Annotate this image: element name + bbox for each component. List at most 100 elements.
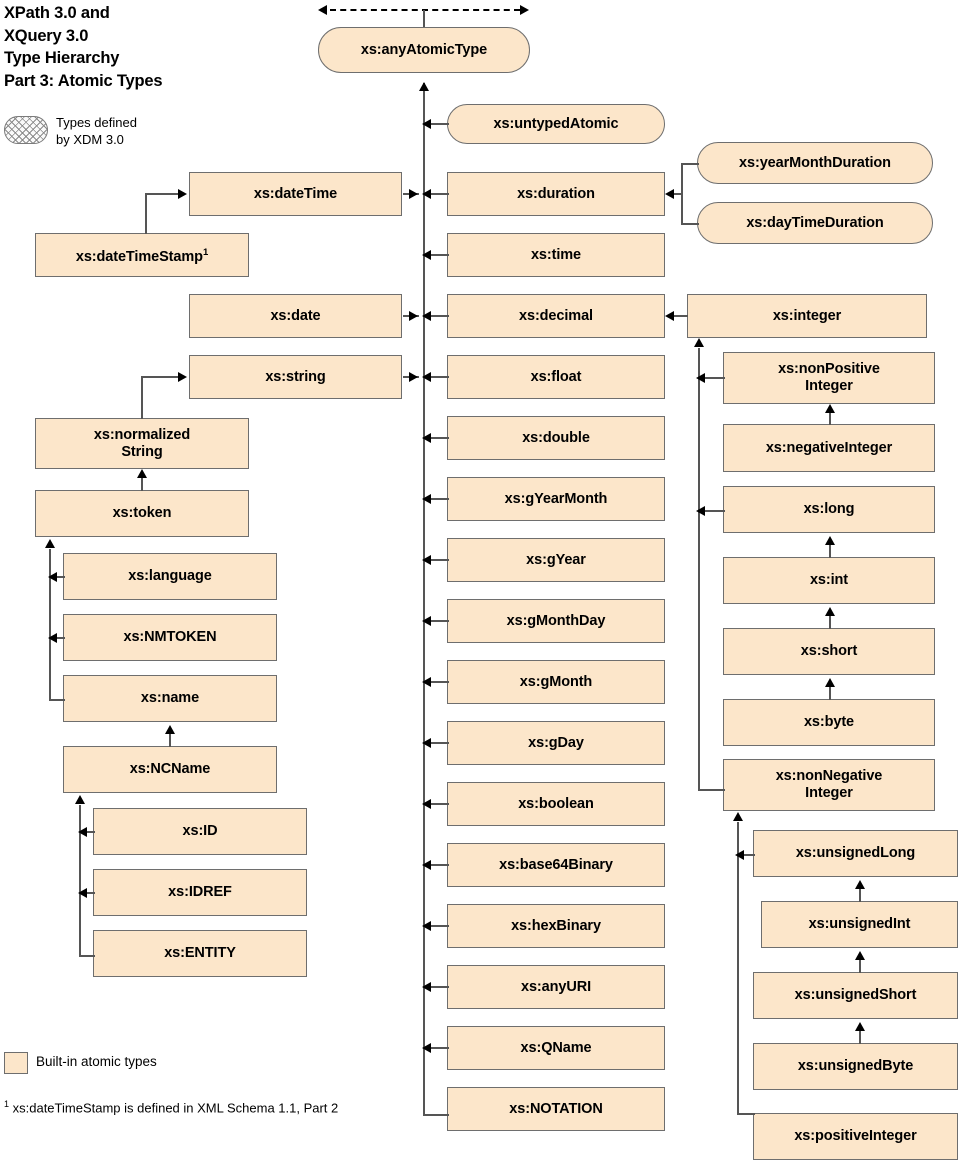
node-label: xs:decimal	[519, 307, 593, 324]
node-label: xs:integer	[772, 307, 842, 324]
arrow-idref	[78, 888, 87, 898]
conn-entity-to-spine	[79, 955, 95, 957]
conn-base64binary-to-spine	[429, 864, 449, 866]
node-entity[interactable]: xs:ENTITY	[93, 930, 307, 977]
node-label: xs:gMonth	[519, 673, 593, 690]
node-unsigned-byte[interactable]: xs:unsignedByte	[753, 1043, 958, 1090]
node-datetimestamp[interactable]: xs:dateTimeStamp1	[35, 233, 249, 277]
node-label: xs:anyAtomicType	[360, 41, 488, 58]
conn-positiveinteger-to-spine	[737, 1113, 755, 1115]
node-gday[interactable]: xs:gDay	[447, 721, 665, 765]
node-anyuri[interactable]: xs:anyURI	[447, 965, 665, 1009]
node-unsigned-short[interactable]: xs:unsignedShort	[753, 972, 958, 1019]
arrow-durationsubtypes-to-duration	[665, 189, 674, 199]
conn-ncname-to-name	[169, 727, 171, 747]
conn-id-to-spine	[82, 831, 95, 833]
node-date[interactable]: xs:date	[189, 294, 402, 338]
node-base64binary[interactable]: xs:base64Binary	[447, 843, 665, 887]
conn-daytimeduration-over	[681, 223, 699, 225]
node-duration[interactable]: xs:duration	[447, 172, 665, 216]
arrow-nonpositiveinteger	[696, 373, 705, 383]
node-unsigned-long[interactable]: xs:unsignedLong	[753, 830, 958, 877]
node-any-atomic-type[interactable]: xs:anyAtomicType	[318, 27, 530, 73]
node-label: xs:dateTimeStamp1	[75, 247, 209, 265]
conn-integer-to-decimal	[672, 315, 688, 317]
title-line-1: XPath 3.0 and	[4, 4, 110, 22]
node-unsigned-int[interactable]: xs:unsignedInt	[761, 901, 958, 948]
conn-name-to-spine	[49, 699, 65, 701]
arrow-boolean	[422, 799, 431, 809]
arrow-gmonth	[422, 677, 431, 687]
node-double[interactable]: xs:double	[447, 416, 665, 460]
node-label: xs:NMTOKEN	[123, 629, 217, 645]
spine-anyatomic-main	[423, 83, 425, 1116]
node-datetime[interactable]: xs:dateTime	[189, 172, 402, 216]
spine-ncname-children	[79, 805, 81, 956]
conn-durationsubtypes-to-duration	[672, 193, 682, 195]
node-label: xs:yearMonthDuration	[739, 154, 891, 171]
arrow-ncname-to-name	[165, 725, 175, 734]
node-gyearmonth[interactable]: xs:gYearMonth	[447, 477, 665, 521]
conn-long-to-spine	[701, 510, 725, 512]
node-label: xs:duration	[517, 185, 595, 202]
node-id[interactable]: xs:ID	[93, 808, 307, 855]
node-boolean[interactable]: xs:boolean	[447, 782, 665, 826]
node-nonpositive-integer[interactable]: xs:nonPositive Integer	[723, 352, 935, 404]
node-gyear[interactable]: xs:gYear	[447, 538, 665, 582]
node-time[interactable]: xs:time	[447, 233, 665, 277]
arrow-id	[78, 827, 87, 837]
node-negative-integer[interactable]: xs:negativeInteger	[723, 424, 935, 472]
node-yearmonthduration[interactable]: xs:yearMonthDuration	[697, 142, 933, 184]
arrow-qname	[422, 1043, 431, 1053]
node-label-line-1: xs:nonPositive	[778, 361, 880, 377]
legend-builtin-label: Built-in atomic types	[36, 1054, 157, 1069]
node-normalized-string[interactable]: xs:normalized String	[35, 418, 249, 469]
conn-float-to-spine	[429, 376, 449, 378]
node-short[interactable]: xs:short	[723, 628, 935, 675]
footnote-marker: 1	[4, 1099, 10, 1109]
footnote-ref: 1	[202, 247, 209, 259]
conn-normalizedstring-over	[141, 376, 179, 378]
node-token[interactable]: xs:token	[35, 490, 249, 537]
node-label: xs:unsignedInt	[808, 916, 911, 932]
node-name[interactable]: xs:name	[63, 675, 277, 722]
arrow-long	[696, 506, 705, 516]
title-line-3: Type Hierarchy	[4, 49, 120, 67]
node-nmtoken[interactable]: xs:NMTOKEN	[63, 614, 277, 661]
node-label: xs:anyURI	[520, 978, 591, 995]
node-label: xs:unsignedByte	[797, 1058, 914, 1074]
node-label-line-2: Integer	[805, 785, 853, 801]
node-hexbinary[interactable]: xs:hexBinary	[447, 904, 665, 948]
node-gmonth[interactable]: xs:gMonth	[447, 660, 665, 704]
conn-language-to-spine	[52, 576, 65, 578]
node-untyped-atomic[interactable]: xs:untypedAtomic	[447, 104, 665, 144]
conn-negativeinteger-to-nonpositiveinteger	[829, 406, 831, 425]
node-float[interactable]: xs:float	[447, 355, 665, 399]
node-integer[interactable]: xs:integer	[687, 294, 927, 338]
node-gmonthday[interactable]: xs:gMonthDay	[447, 599, 665, 643]
node-byte[interactable]: xs:byte	[723, 699, 935, 746]
arrow-int-to-long	[825, 536, 835, 545]
node-label-line-1: xs:normalized	[93, 426, 191, 443]
node-int[interactable]: xs:int	[723, 557, 935, 604]
arrow-string-to-spine	[409, 372, 418, 382]
conn-unsignedlong-to-spine	[740, 854, 755, 856]
node-positive-integer[interactable]: xs:positiveInteger	[753, 1113, 958, 1160]
node-language[interactable]: xs:language	[63, 553, 277, 600]
conn-int-to-long	[829, 538, 831, 558]
node-idref[interactable]: xs:IDREF	[93, 869, 307, 916]
node-nonnegative-integer[interactable]: xs:nonNegative Integer	[723, 759, 935, 811]
node-ncname[interactable]: xs:NCName	[63, 746, 277, 793]
conn-datetimestamp-over	[145, 193, 179, 195]
node-long[interactable]: xs:long	[723, 486, 935, 533]
conn-idref-to-spine	[82, 892, 95, 894]
node-qname[interactable]: xs:QName	[447, 1026, 665, 1070]
node-label: xs:long	[803, 501, 855, 517]
node-decimal[interactable]: xs:decimal	[447, 294, 665, 338]
node-notation[interactable]: xs:NOTATION	[447, 1087, 665, 1131]
node-label: xs:base64Binary	[499, 856, 613, 873]
node-string[interactable]: xs:string	[189, 355, 402, 399]
arrow-integerspine-to-integer	[694, 338, 704, 347]
node-label: xs:dateTime	[253, 185, 338, 202]
node-daytimeduration[interactable]: xs:dayTimeDuration	[697, 202, 933, 244]
